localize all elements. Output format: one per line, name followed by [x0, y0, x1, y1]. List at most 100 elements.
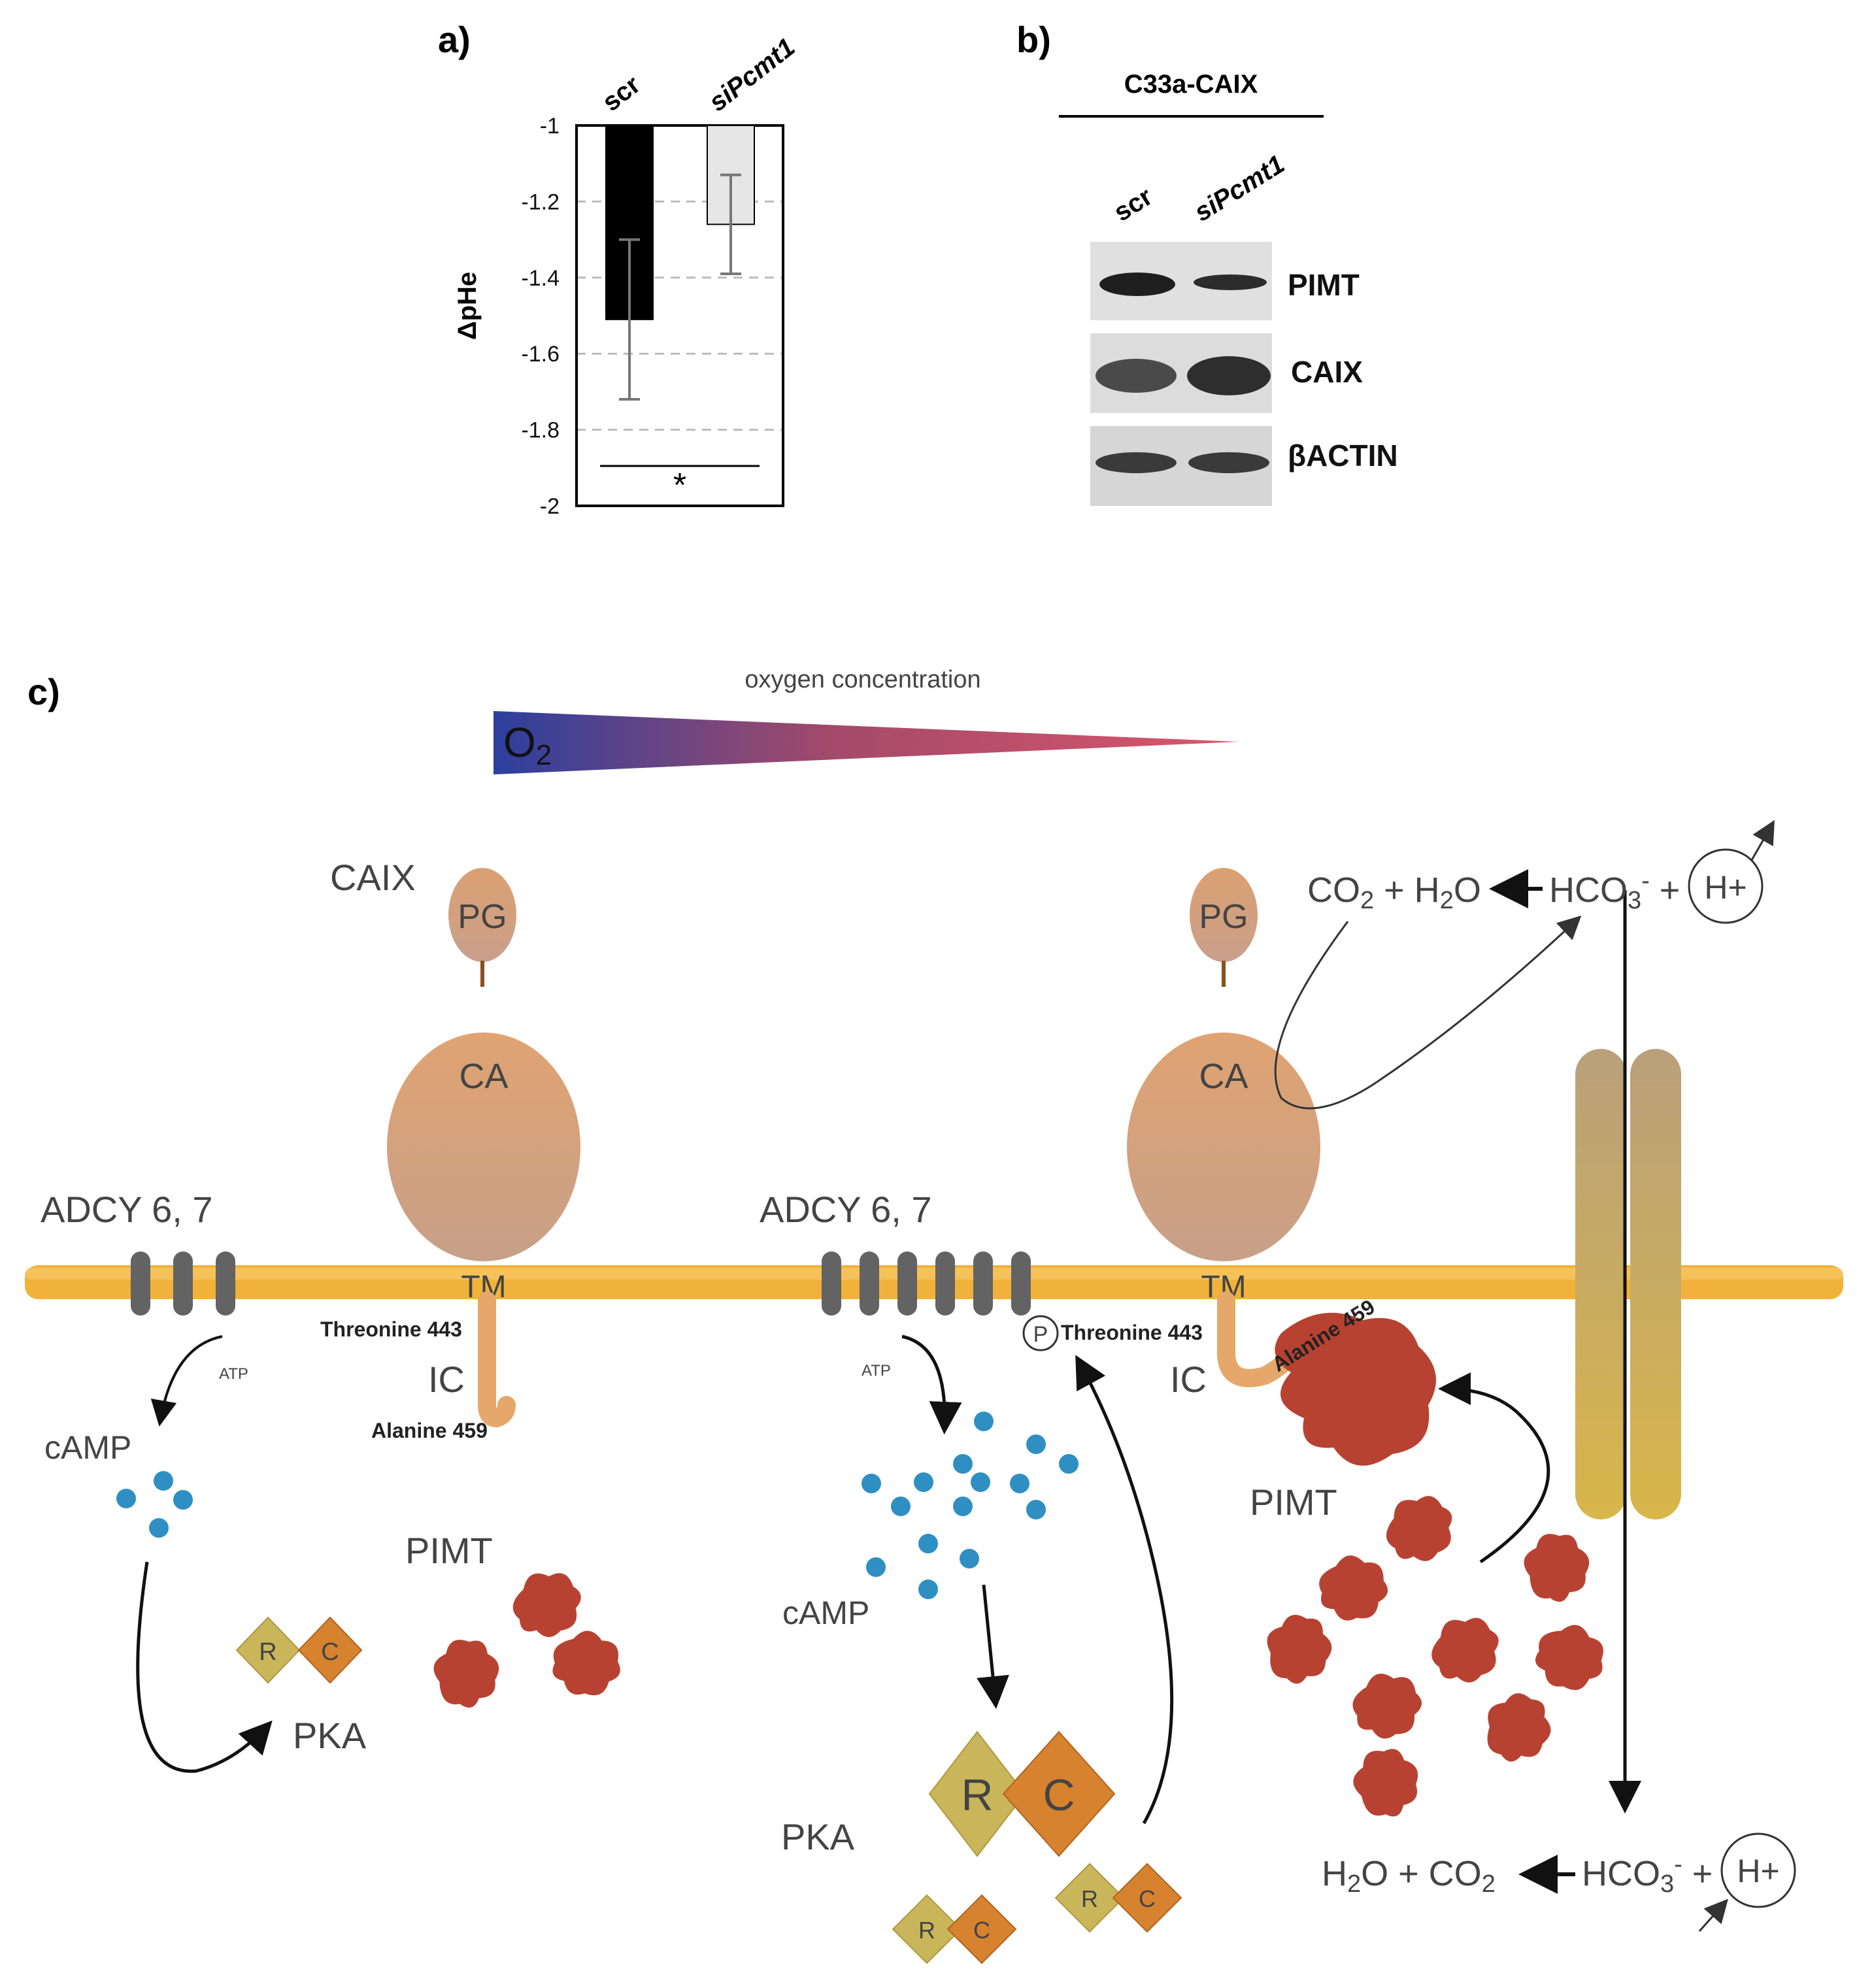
lane-label-sipcmt1: siPcmt1	[1189, 150, 1289, 227]
pimt-molecule	[1353, 1749, 1418, 1817]
pimt-label-left: PIMT	[405, 1530, 493, 1571]
pimt-molecule	[1352, 1673, 1422, 1739]
svg-text:R: R	[918, 1917, 935, 1944]
svg-text:R: R	[259, 1638, 276, 1666]
y-tick-label: -2	[540, 494, 560, 519]
pimt-label-right: PIMT	[1250, 1482, 1337, 1523]
band-caix-scr	[1096, 359, 1177, 393]
band-actin-scr	[1096, 452, 1177, 473]
adcy-label-left: ADCY 6, 7	[41, 1189, 213, 1230]
adcy-channels-middle	[822, 1251, 1031, 1316]
adcy-channels-left	[131, 1251, 235, 1316]
ca-domain-right	[1127, 1033, 1320, 1261]
pimt-molecules-right	[1267, 1496, 1603, 1817]
y-tick-label: -1	[540, 114, 560, 139]
camp-label-middle: cAMP	[782, 1595, 869, 1631]
band-pimt-sipcmt1	[1194, 274, 1267, 290]
pka-label-left: PKA	[293, 1715, 367, 1756]
band-pimt-scr	[1099, 273, 1175, 296]
pka-phosphorylation-arrow	[1075, 1355, 1174, 1825]
svg-text:R: R	[1081, 1885, 1098, 1912]
panel-a-label: a)	[438, 19, 471, 60]
svg-text:C: C	[321, 1638, 339, 1666]
svg-text:PG: PG	[1199, 898, 1248, 936]
pimt-molecule	[433, 1640, 499, 1708]
pg-domain-left	[448, 868, 516, 962]
camp-to-pka-arrow-left	[136, 1561, 273, 1773]
panel-c-diagram: c) oxygen concentration O2 ADCY 6, 7 CAI…	[25, 666, 1843, 1964]
ic-tail-left	[478, 1291, 516, 1428]
svg-text:PG: PG	[458, 898, 507, 936]
svg-text:P: P	[1033, 1322, 1048, 1347]
y-tick-label: -1.6	[521, 342, 560, 367]
svg-text:H+: H+	[1704, 869, 1747, 906]
y-tick-label: -1.4	[521, 266, 560, 291]
blot-title: C33a-CAIX	[1124, 70, 1258, 99]
svg-text:HCO3- +: HCO3- +	[1549, 867, 1680, 914]
pimt-molecule	[1487, 1693, 1551, 1762]
band-caix-sipcmt1	[1187, 356, 1271, 395]
reaction-bottom: H2O + CO2 HCO3- + H+	[1322, 1832, 1796, 1932]
band-label-pimt: PIMT	[1288, 268, 1360, 302]
pka-complex-middle-small-2: R C	[1054, 1863, 1182, 1933]
camp-dots-middle	[862, 1412, 1079, 1599]
svg-text:C: C	[1139, 1885, 1156, 1912]
svg-text:C: C	[973, 1917, 990, 1944]
reaction-top: CO2 + H2O HCO3- + H+	[1307, 820, 1775, 924]
atp-arrow-left	[150, 1335, 223, 1427]
y-tick-label: -1.8	[521, 418, 560, 443]
panel-b-label: b)	[1016, 19, 1051, 60]
pg-domain-right	[1190, 868, 1258, 962]
panel-b-western-blot: b) C33a-CAIX scr siPcmt1 PIMT CAIX βACTI…	[1016, 19, 1398, 506]
phosphate-circle	[1022, 1315, 1059, 1351]
pka-complex-middle-small-1: R C	[892, 1894, 1017, 1964]
atp-label-left: ATP	[219, 1365, 248, 1383]
error-bar-sipcmt1	[720, 173, 741, 275]
camp-to-pka-arrow-middle	[977, 1584, 1009, 1709]
alanine-label-left: Alanine 459	[371, 1419, 488, 1442]
camp-dots-left	[116, 1471, 193, 1538]
svg-text:R: R	[961, 1770, 993, 1820]
y-axis-label: ΔpHe	[453, 272, 482, 340]
camp-label-left: cAMP	[44, 1429, 131, 1466]
svg-text:CA: CA	[1199, 1057, 1248, 1096]
pimt-molecule	[1386, 1496, 1452, 1561]
o2-symbol: O2	[503, 719, 552, 771]
oxygen-concentration-label: oxygen concentration	[744, 666, 980, 693]
significance-star: *	[673, 467, 686, 505]
svg-text:CO2 + H2O: CO2 + H2O	[1307, 870, 1481, 914]
atp-arrow-middle	[901, 1334, 962, 1434]
band-label-caix: CAIX	[1291, 355, 1363, 389]
error-bar-scr	[619, 238, 640, 401]
ca-domain-left	[387, 1033, 580, 1261]
pimt-molecule	[1535, 1625, 1603, 1691]
x-category-label: scr	[597, 70, 645, 117]
bicarbonate-transporter-right-half	[1630, 1049, 1681, 1519]
pimt-molecule	[1267, 1615, 1332, 1684]
pka-complex-middle-large: R C	[928, 1731, 1116, 1857]
pimt-molecule	[512, 1573, 581, 1638]
pimt-molecule	[1524, 1534, 1590, 1602]
threonine-label-left: Threonine 443	[320, 1317, 462, 1341]
svg-text:H2O + CO2: H2O + CO2	[1322, 1854, 1496, 1898]
pimt-molecules-left	[433, 1573, 620, 1708]
adcy-label-middle: ADCY 6, 7	[760, 1189, 932, 1230]
pimt-recruitment-arrow	[1438, 1372, 1550, 1564]
band-actin-sipcmt1	[1188, 452, 1269, 473]
svg-text:CA: CA	[459, 1057, 508, 1096]
pka-label-middle: PKA	[781, 1816, 855, 1857]
caix-label: CAIX	[330, 857, 416, 898]
x-category-label: siPcmt1	[703, 33, 800, 117]
threonine-label-right: Threonine 443	[1061, 1321, 1203, 1344]
lane-label-scr: scr	[1109, 182, 1157, 227]
oxygen-gradient-wedge	[494, 711, 1239, 774]
panel-c-label: c)	[27, 671, 60, 712]
svg-text:H+: H+	[1737, 1853, 1779, 1889]
bicarbonate-transporter-left-half	[1575, 1049, 1626, 1519]
ic-label-left: IC	[428, 1359, 465, 1400]
catalysis-arrow	[1274, 915, 1582, 1110]
pka-complex-left: R C	[235, 1616, 363, 1684]
atp-label-middle: ATP	[862, 1362, 891, 1380]
